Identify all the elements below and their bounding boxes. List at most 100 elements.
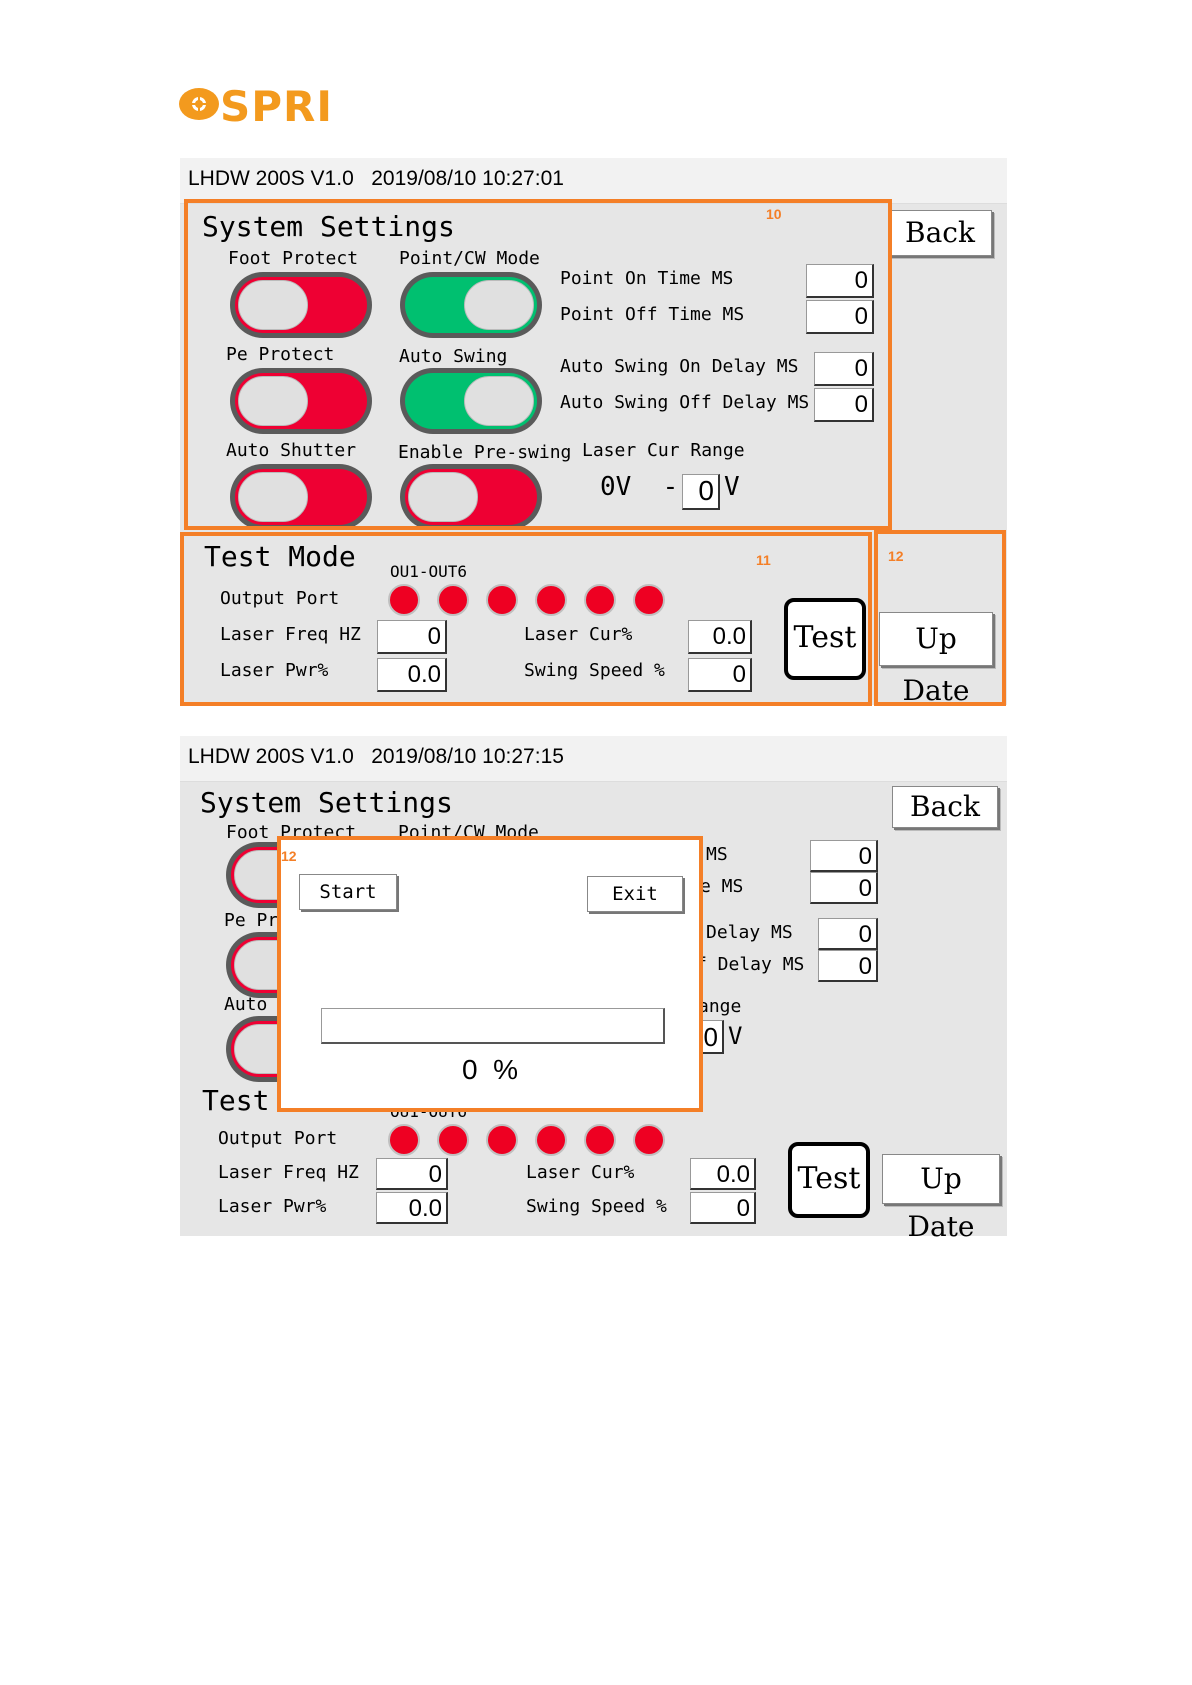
back-button[interactable]: Back (892, 786, 998, 828)
swing-speed-label: Swing Speed % (524, 660, 665, 681)
output-led-5 (584, 584, 616, 616)
start-button[interactable]: Start (299, 874, 397, 910)
auto-swing-on-delay-label: Auto Swing On Delay MS (560, 356, 799, 377)
laser-freq-label: Laser Freq HZ (220, 624, 361, 645)
laser-cur-label: Laser Cur% (524, 624, 633, 645)
point-cw-mode-toggle[interactable] (400, 272, 542, 338)
update-button[interactable]: Up Date (882, 1154, 1000, 1243)
output-led-4 (535, 584, 567, 616)
outputs-label: OU1-OUT6 (390, 562, 468, 581)
auto-swing-off-delay-input[interactable]: 0 (818, 950, 878, 982)
point-off-time-input[interactable]: 0 (806, 300, 874, 334)
callout-number-10: 10 (766, 206, 782, 222)
screen-1: LHDW 200S V1.0 2019/08/10 10:27:01 Syste… (180, 158, 1007, 707)
auto-swing-toggle[interactable] (400, 368, 542, 434)
laser-cur-range-unit: V (724, 472, 740, 502)
point-off-time-input[interactable]: 0 (810, 872, 878, 904)
point-cw-mode-label: Point/CW Mode (399, 248, 540, 269)
laser-freq-input[interactable]: 0 (376, 1158, 448, 1190)
pe-protect-label: Pe Protect (226, 344, 335, 365)
output-led-1 (388, 1124, 420, 1156)
laser-freq-label: Laser Freq HZ (218, 1162, 359, 1183)
laser-cur-range-min: 0V - (600, 472, 679, 502)
point-on-time-label: MS (706, 844, 728, 865)
laser-cur-input[interactable]: 0.0 (690, 1158, 756, 1190)
auto-shutter-toggle[interactable] (230, 464, 372, 530)
foot-protect-label: Foot Protect (228, 248, 359, 269)
output-led-6 (633, 584, 665, 616)
laser-cur-label: Laser Cur% (526, 1162, 635, 1183)
test-mode-heading: Test (202, 1084, 270, 1117)
auto-shutter-label: Auto (224, 994, 268, 1015)
toggle-knob (464, 376, 534, 426)
toggle-knob (238, 472, 308, 522)
system-settings-heading: System Settings (202, 210, 455, 243)
auto-swing-on-delay-input[interactable]: 0 (814, 352, 874, 386)
auto-swing-off-delay-label: f Delay MS (696, 954, 805, 975)
laser-cur-range-label: Laser Cur Range (582, 440, 745, 461)
exit-button[interactable]: Exit (587, 876, 683, 912)
update-dialog: 12 Start Exit 0 % (277, 836, 703, 1112)
progress-percent-text: 0 % (461, 1054, 519, 1085)
laser-pwr-label: Laser Pwr% (218, 1196, 327, 1217)
callout-number-11: 11 (756, 552, 771, 568)
auto-swing-on-delay-input[interactable]: 0 (818, 918, 878, 950)
swing-speed-input[interactable]: 0 (690, 1192, 756, 1224)
enable-pre-swing-toggle[interactable] (400, 464, 542, 530)
pe-protect-toggle[interactable] (230, 368, 372, 434)
enable-pre-swing-label: Enable Pre-swing (398, 442, 572, 463)
update-button[interactable]: Up Date (879, 612, 993, 707)
auto-swing-off-delay-label: Auto Swing Off Delay MS (560, 392, 810, 413)
output-led-3 (486, 584, 518, 616)
laser-pwr-input[interactable]: 0.0 (377, 658, 447, 692)
point-on-time-label: Point On Time MS (560, 268, 734, 289)
output-led-4 (535, 1124, 567, 1156)
callout-frame-system-settings (184, 199, 892, 530)
toggle-knob (408, 472, 478, 522)
auto-swing-on-delay-label: Delay MS (706, 922, 793, 943)
callout-frame-test-mode (180, 532, 872, 706)
swing-speed-input[interactable]: 0 (688, 658, 752, 692)
point-on-time-input[interactable]: 0 (806, 264, 874, 298)
callout-number-12: 12 (281, 848, 297, 864)
laser-cur-range-unit: V (728, 1022, 743, 1050)
ospri-logo: SPRI (178, 82, 388, 131)
pe-protect-label: Pe Pr (224, 910, 279, 931)
laser-freq-input[interactable]: 0 (377, 620, 447, 654)
laser-cur-range-input[interactable]: 0 (702, 1020, 724, 1054)
callout-frame-update (874, 530, 1006, 706)
output-port-label: Output Port (218, 1128, 338, 1149)
auto-shutter-label: Auto Shutter (226, 440, 357, 461)
swing-speed-label: Swing Speed % (526, 1196, 667, 1217)
title-bar: LHDW 200S V1.0 2019/08/10 10:27:01 (180, 158, 1007, 204)
output-led-5 (584, 1124, 616, 1156)
point-off-time-label: e MS (700, 876, 744, 897)
test-button[interactable]: Test (784, 598, 866, 680)
back-button[interactable]: Back (888, 210, 992, 256)
update-progress-bar (321, 1008, 665, 1044)
auto-swing-off-delay-input[interactable]: 0 (814, 388, 874, 422)
test-button[interactable]: Test (788, 1142, 870, 1218)
point-off-time-label: Point Off Time MS (560, 304, 745, 325)
device-title: LHDW 200S V1.0 2019/08/10 10:27:15 (188, 745, 564, 768)
logo-text: SPRI (220, 82, 333, 131)
test-mode-heading: Test Mode (204, 540, 356, 573)
output-port-label: Output Port (220, 588, 340, 609)
output-led-2 (437, 1124, 469, 1156)
title-bar: LHDW 200S V1.0 2019/08/10 10:27:15 (180, 736, 1007, 782)
toggle-knob (238, 280, 308, 330)
laser-cur-range-input[interactable]: 0 (682, 474, 720, 510)
laser-cur-range-label: ange (698, 996, 742, 1017)
point-on-time-input[interactable]: 0 (810, 840, 878, 872)
laser-pwr-label: Laser Pwr% (220, 660, 329, 681)
laser-pwr-input[interactable]: 0.0 (376, 1192, 448, 1224)
foot-protect-toggle[interactable] (230, 272, 372, 338)
system-settings-heading: System Settings (200, 786, 453, 819)
output-led-2 (437, 584, 469, 616)
output-led-3 (486, 1124, 518, 1156)
toggle-knob (464, 280, 534, 330)
device-title: LHDW 200S V1.0 2019/08/10 10:27:01 (188, 167, 564, 190)
laser-cur-input[interactable]: 0.0 (688, 620, 752, 654)
screen-body: System Settings Foot Protect Point/CW Mo… (180, 204, 1007, 707)
auto-swing-label: Auto Swing (399, 346, 508, 367)
